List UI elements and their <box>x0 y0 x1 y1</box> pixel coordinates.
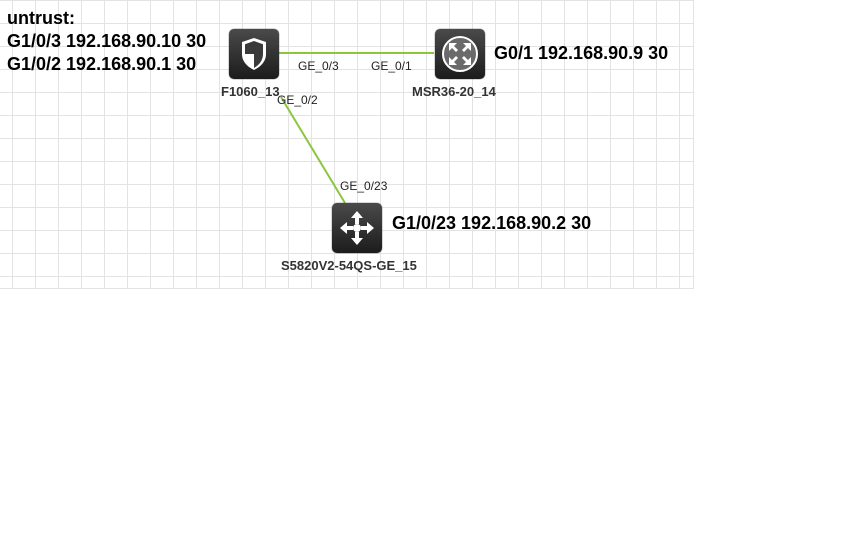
port-label-fw-ge02: GE_0/2 <box>277 93 318 107</box>
grid-background <box>0 0 694 289</box>
port-label-fw-ge03: GE_0/3 <box>298 59 339 73</box>
firewall-zone-annotation: untrust: <box>7 8 75 28</box>
switch-if-annotation: G1/0/23 192.168.90.2 30 <box>392 213 592 233</box>
switch-name-label: S5820V2-54QS-GE_15 <box>281 258 417 273</box>
switch-device[interactable] <box>332 203 382 253</box>
router-device[interactable] <box>435 29 485 79</box>
port-label-switch-ge023: GE_0/23 <box>340 179 388 193</box>
firewall-shield-icon <box>242 38 266 70</box>
port-label-router-ge01: GE_0/1 <box>371 59 412 73</box>
firewall-device[interactable] <box>229 29 279 79</box>
router-name-label: MSR36-20_14 <box>412 84 496 99</box>
l3-switch-icon <box>340 211 374 245</box>
router-icon <box>442 36 478 72</box>
firewall-name-label: F1060_13 <box>221 84 280 99</box>
firewall-if2-annotation: G1/0/2 192.168.90.1 30 <box>7 54 197 74</box>
router-if-annotation: G0/1 192.168.90.9 30 <box>494 43 669 63</box>
firewall-if1-annotation: G1/0/3 192.168.90.10 30 <box>7 31 207 51</box>
link-firewall-switch[interactable] <box>280 96 346 204</box>
